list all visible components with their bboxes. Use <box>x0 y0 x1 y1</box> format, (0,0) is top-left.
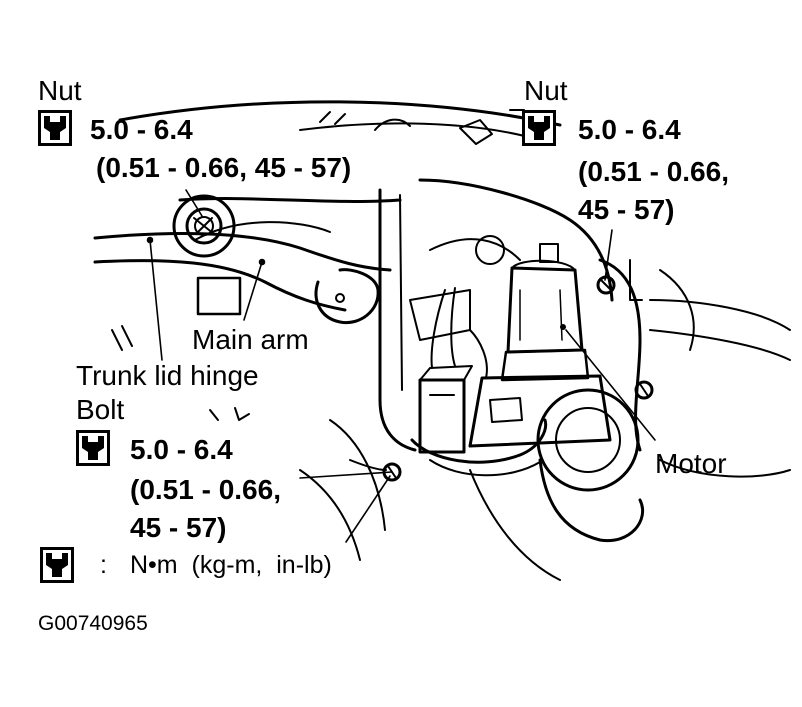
torque-wrench-icon <box>76 430 110 466</box>
bolt-torque-alt-2: 45 - 57) <box>130 512 227 543</box>
main-arm-shape <box>93 197 402 325</box>
nut-right-torque: 5.0 - 6.4 <box>578 114 681 145</box>
legend-separator: : <box>100 551 107 579</box>
torque-wrench-icon <box>38 110 72 146</box>
motor-body <box>468 243 612 448</box>
torque-wrench-icon <box>522 110 556 146</box>
gear-housing <box>536 388 645 543</box>
connector-harness <box>410 287 548 477</box>
lower-body-lines <box>111 325 791 581</box>
nut-left-torque-alt: (0.51 - 0.66, 45 - 57) <box>96 152 352 183</box>
nut-right-title: Nut <box>524 75 568 106</box>
bolt-torque-alt-1: (0.51 - 0.66, <box>130 474 281 505</box>
torque-wrench-icon <box>40 547 74 583</box>
bolt-torque: 5.0 - 6.4 <box>130 434 233 465</box>
pivot-nut <box>172 194 236 258</box>
legend-units: N•m (kg-m, in-lb) <box>130 551 332 579</box>
motor-label: Motor <box>655 448 727 479</box>
nut-right-torque-alt-2: 45 - 57) <box>578 194 675 225</box>
main-arm-label: Main arm <box>192 324 309 355</box>
nut-left-torque: 5.0 - 6.4 <box>90 114 193 145</box>
leader-lines <box>146 189 656 543</box>
nut-left-title: Nut <box>38 75 82 106</box>
figure-code: G00740965 <box>38 612 148 635</box>
nut-right-torque-alt-1: (0.51 - 0.66, <box>578 156 729 187</box>
body-panel-lines <box>118 100 562 145</box>
bolt-title: Bolt <box>76 394 125 425</box>
trunk-lid-hinge-label: Trunk lid hinge <box>76 360 259 391</box>
